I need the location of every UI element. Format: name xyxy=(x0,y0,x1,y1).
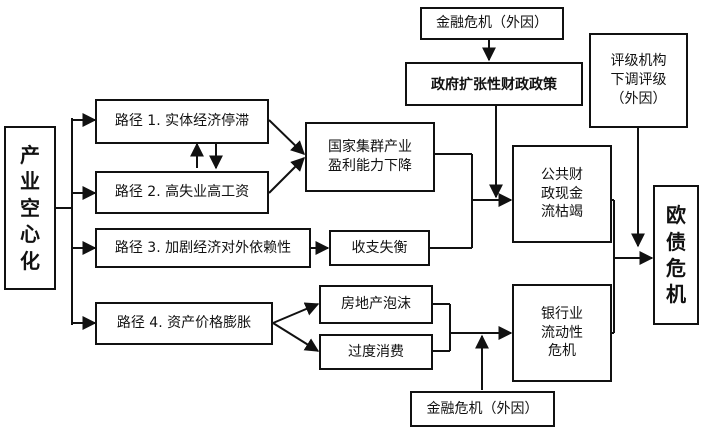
arrow-path1-to-cluster xyxy=(268,119,306,155)
node-path3-label: 路径 3. 加剧经济对外依赖性 xyxy=(114,239,292,256)
node-cluster-profit-label: 国家集群产业 盈利能力下降 xyxy=(328,139,412,174)
arrow-path4-to-consumption xyxy=(272,322,320,352)
node-path3: 路径 3. 加剧经济对外依赖性 xyxy=(95,228,311,268)
node-financial-crisis-bottom-label: 金融危机（外因） xyxy=(426,400,539,417)
arrow-path2-to-cluster xyxy=(268,157,305,194)
node-rating-downgrade-label: 评级机构 下调评级 （外因） xyxy=(610,53,667,107)
node-path4-label: 路径 4. 资产价格膨胀 xyxy=(116,315,252,332)
node-rating-downgrade: 评级机构 下调评级 （外因） xyxy=(589,33,688,128)
node-path1: 路径 1. 实体经济停滞 xyxy=(95,99,269,144)
node-public-finance: 公共财 政现金 流枯竭 xyxy=(512,145,612,243)
node-housing-bubble-label: 房地产泡沫 xyxy=(341,296,411,313)
node-path1-label: 路径 1. 实体经济停滞 xyxy=(114,113,250,130)
node-cluster-profit: 国家集群产业 盈利能力下降 xyxy=(305,122,435,192)
node-industrial-hollowing: 产 业 空 心 化 xyxy=(4,126,56,290)
node-path4: 路径 4. 资产价格膨胀 xyxy=(95,302,273,345)
node-financial-crisis-bottom: 金融危机（外因） xyxy=(410,391,555,427)
node-fiscal-policy: 政府扩张性财政政策 xyxy=(405,62,583,106)
node-path2: 路径 2. 高失业高工资 xyxy=(95,171,269,214)
node-industrial-hollowing-label: 产 业 空 心 化 xyxy=(20,143,40,273)
node-financial-crisis-top-label: 金融危机（外因） xyxy=(436,15,548,32)
arrow-path4-to-housing xyxy=(272,302,320,324)
node-overconsumption-label: 过度消费 xyxy=(348,343,404,360)
node-payments-imbalance-label: 收支失衡 xyxy=(351,239,408,256)
node-housing-bubble: 房地产泡沫 xyxy=(319,285,433,324)
node-financial-crisis-top: 金融危机（外因） xyxy=(420,7,564,40)
node-banking-crisis-label: 银行业 流动性 危机 xyxy=(541,305,583,360)
node-euro-debt-crisis-label: 欧 债 危 机 xyxy=(666,203,686,307)
node-euro-debt-crisis: 欧 债 危 机 xyxy=(653,185,699,325)
node-overconsumption: 过度消费 xyxy=(319,334,433,370)
node-fiscal-policy-label: 政府扩张性财政政策 xyxy=(431,77,557,93)
node-path2-label: 路径 2. 高失业高工资 xyxy=(114,184,250,201)
node-public-finance-label: 公共财 政现金 流枯竭 xyxy=(541,166,583,221)
node-payments-imbalance: 收支失衡 xyxy=(329,230,430,266)
node-banking-crisis: 银行业 流动性 危机 xyxy=(512,284,612,382)
